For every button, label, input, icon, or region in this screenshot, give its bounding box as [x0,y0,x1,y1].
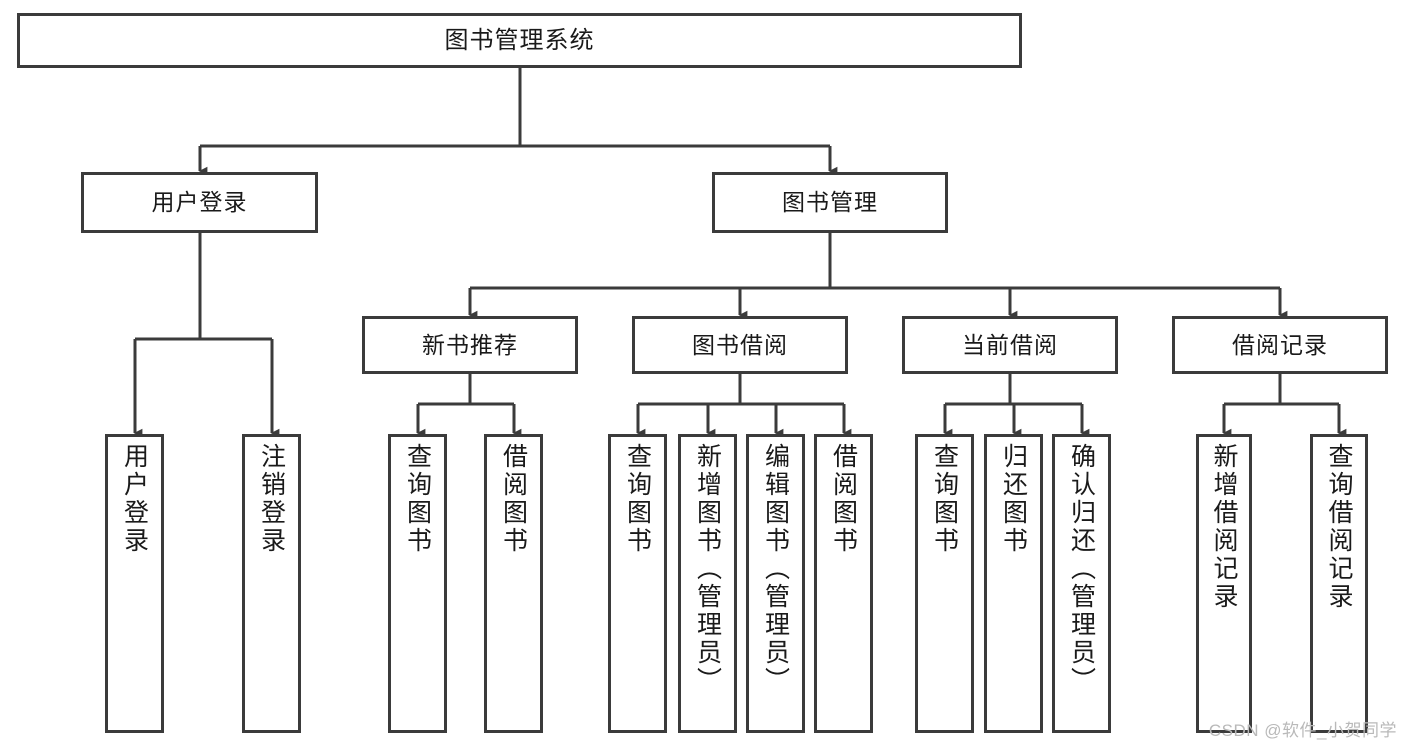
node-label: 借阅记录 [1232,331,1328,358]
leaf-query-book-recommend[interactable]: 查询图书 [388,434,447,733]
node-label: 借阅图书 [829,443,858,555]
leaf-confirm-return-admin[interactable]: 确认归还（管理员） [1052,434,1111,733]
node-label: 图书管理 [782,189,878,215]
leaf-user-login[interactable]: 用户登录 [105,434,164,733]
node-current-borrow[interactable]: 当前借阅 [902,316,1118,374]
node-book-borrow[interactable]: 图书借阅 [632,316,848,374]
leaf-edit-book-admin[interactable]: 编辑图书（管理员） [746,434,805,733]
node-label: 查询借阅记录 [1325,443,1353,611]
node-label: 确认归还（管理员） [1067,443,1096,695]
node-label: 查询图书 [930,443,959,555]
leaf-add-book-admin[interactable]: 新增图书（管理员） [678,434,737,733]
leaf-query-book[interactable]: 查询图书 [608,434,667,733]
node-label: 注销登录 [257,443,286,555]
node-label: 编辑图书（管理员） [761,443,790,695]
node-label: 归还图书 [999,443,1028,555]
leaf-logout[interactable]: 注销登录 [242,434,301,733]
node-label: 查询图书 [403,443,432,555]
node-label: 新增借阅记录 [1210,443,1238,611]
node-label: 查询图书 [623,443,652,555]
node-label: 图书管理系统 [444,26,595,54]
leaf-add-borrow-record[interactable]: 新增借阅记录 [1196,434,1252,733]
node-label: 新增图书（管理员） [693,443,722,695]
leaf-borrow-book[interactable]: 借阅图书 [814,434,873,733]
node-new-book-recommendation[interactable]: 新书推荐 [362,316,578,374]
node-label: 当前借阅 [962,331,1058,358]
node-book-management[interactable]: 图书管理 [712,172,948,233]
leaf-return-book[interactable]: 归还图书 [984,434,1043,733]
leaf-borrow-book-recommend[interactable]: 借阅图书 [484,434,543,733]
node-root[interactable]: 图书管理系统 [17,13,1022,68]
node-label: 用户登录 [120,443,149,555]
node-label: 新书推荐 [422,331,518,358]
node-user-login[interactable]: 用户登录 [81,172,318,233]
leaf-query-borrow-record[interactable]: 查询借阅记录 [1310,434,1368,733]
node-label: 图书借阅 [692,331,788,358]
watermark: CSDN @软件_小贺同学 [1208,721,1397,740]
node-label: 用户登录 [151,189,248,215]
node-label: 借阅图书 [499,443,528,555]
node-borrow-records[interactable]: 借阅记录 [1172,316,1388,374]
leaf-query-book-current[interactable]: 查询图书 [915,434,974,733]
